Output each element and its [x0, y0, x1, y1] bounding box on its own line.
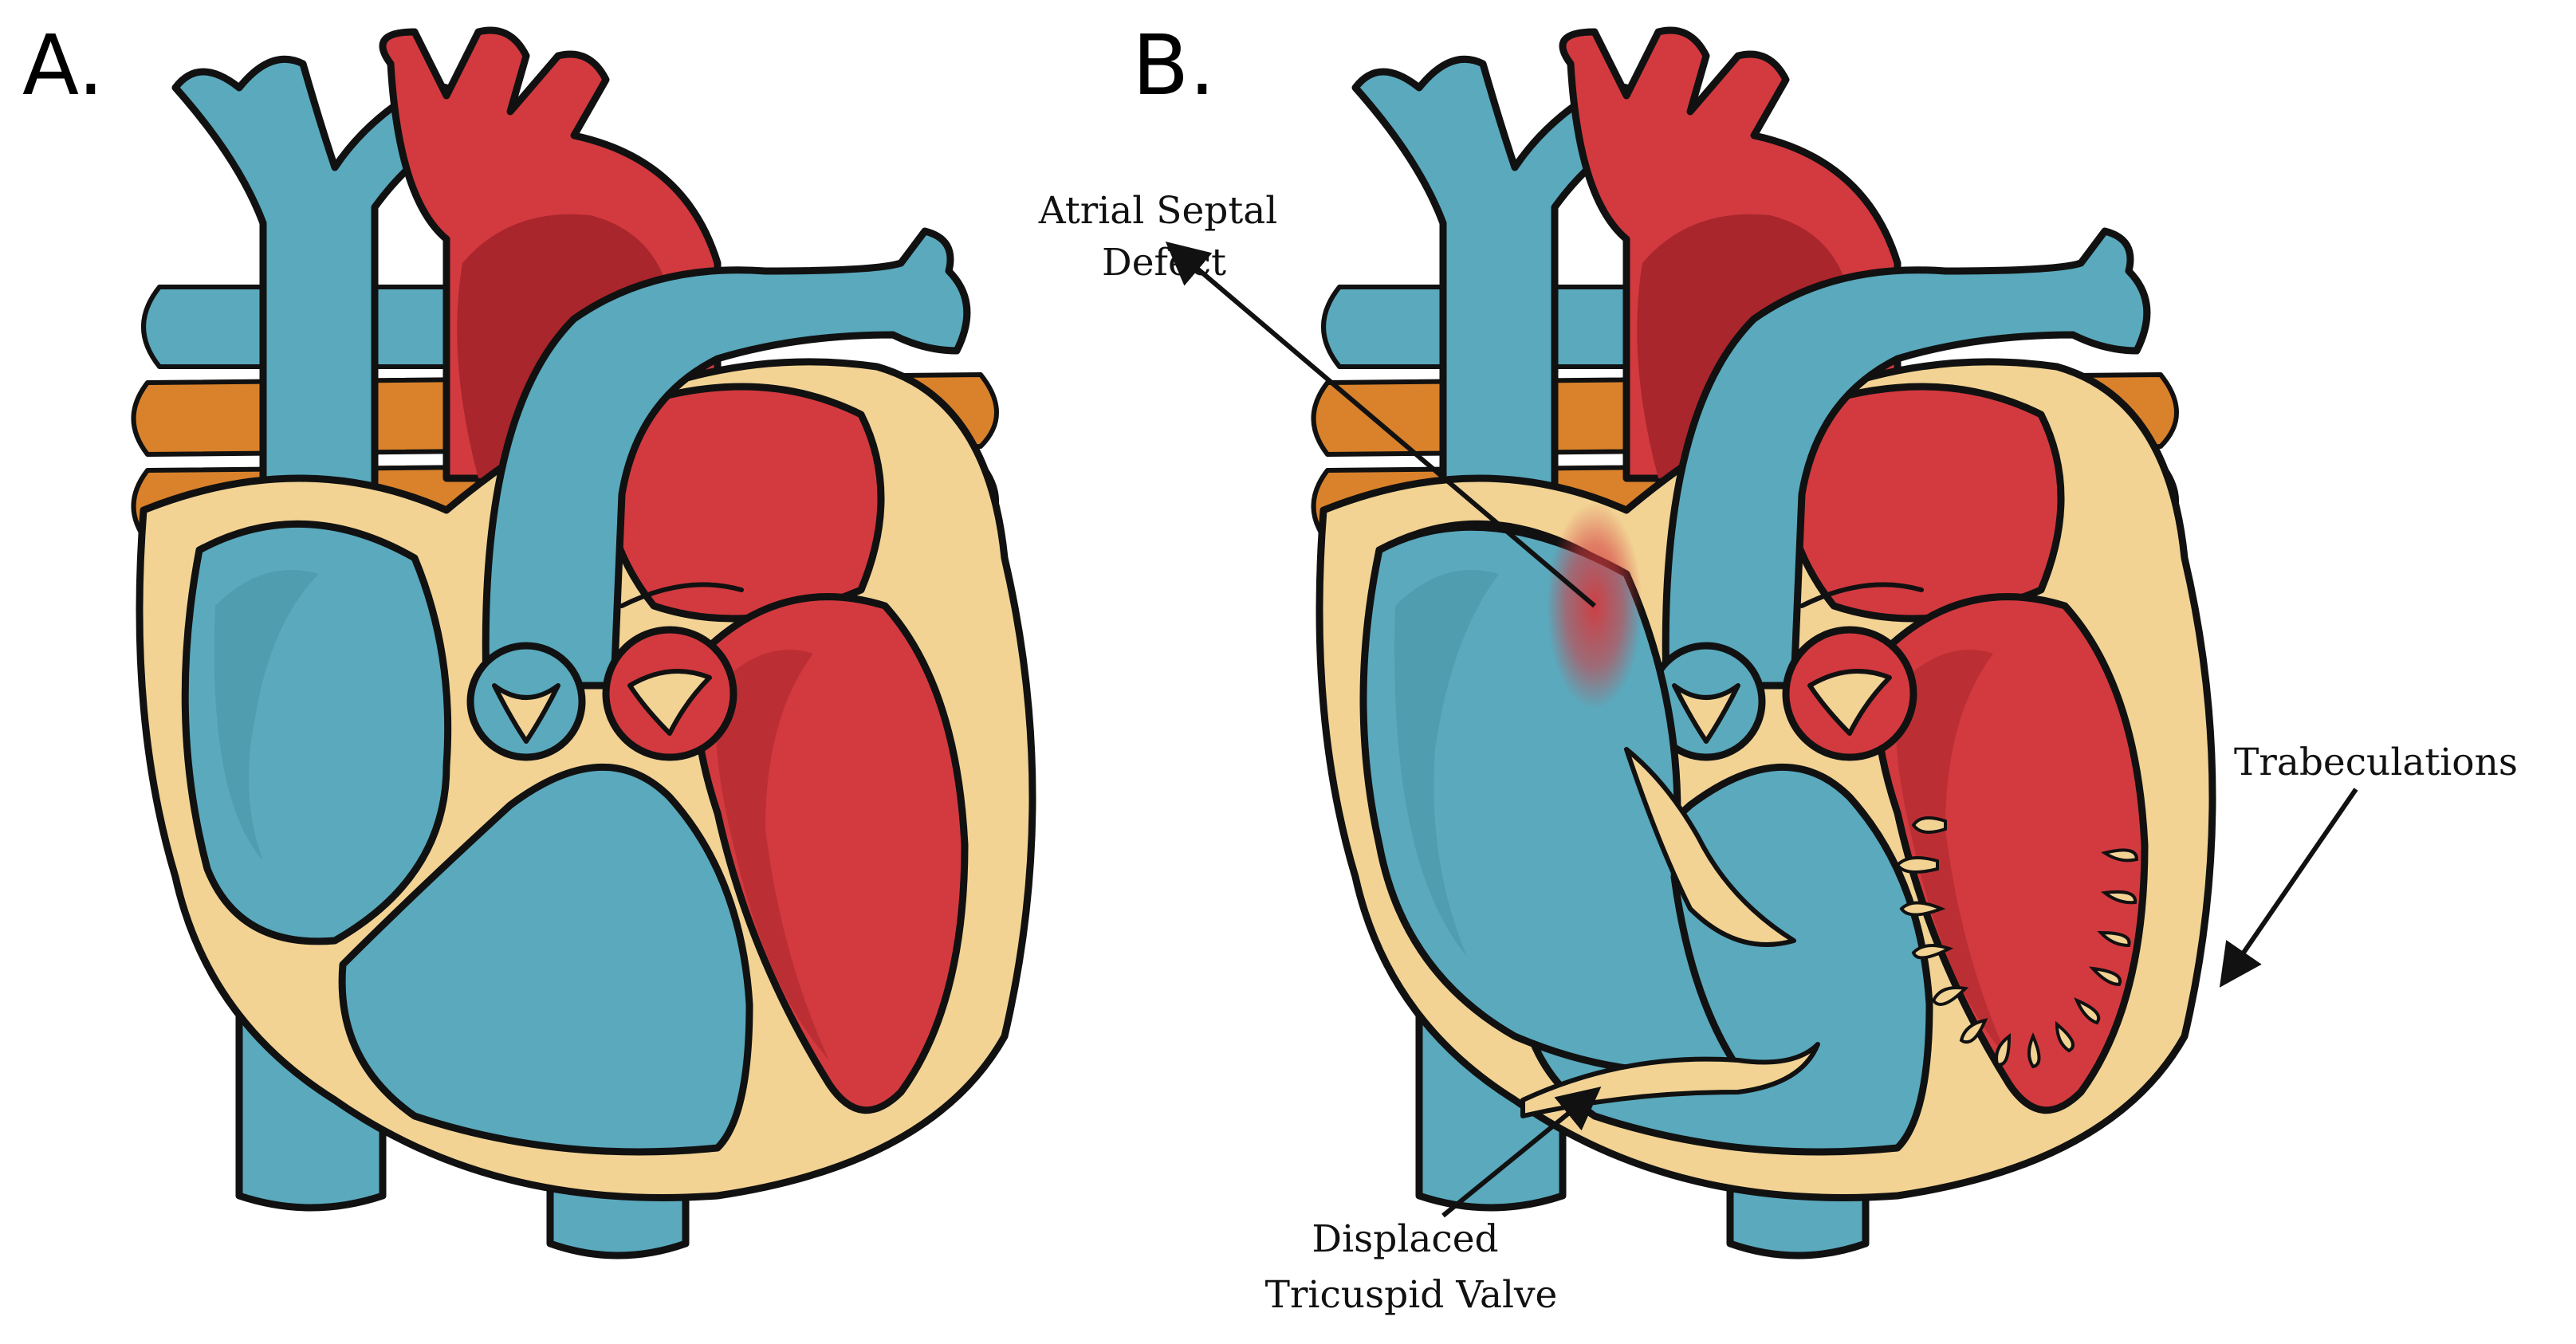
trabeculations-label: Trabeculations	[2234, 741, 2518, 784]
panel-a-label: A.	[22, 17, 104, 114]
normal-heart-illustration	[134, 30, 1033, 1256]
panel-b-label: B.	[1132, 17, 1215, 114]
displaced-tricuspid-valve-label-line2: Tricuspid Valve	[1265, 1273, 1558, 1317]
displaced-tricuspid-valve-label: Displaced Tricuspid Valve	[1265, 1217, 1558, 1317]
displaced-tricuspid-valve-label-line1: Displaced	[1312, 1217, 1498, 1261]
trabeculations-label-line1: Trabeculations	[2234, 741, 2518, 784]
ebstein-anomaly-heart-illustration: Atrial Septal Defect Trabeculations Disp…	[1038, 30, 2518, 1317]
atrial-septal-defect-arrow	[1165, 242, 1596, 608]
atrial-septal-defect-label: Atrial Septal Defect	[1038, 189, 1290, 285]
trabeculations-arrow	[2219, 788, 2358, 988]
atrial-septal-defect-label-line1: Atrial Septal	[1038, 189, 1278, 233]
trabeculations-texture	[1895, 816, 2139, 1069]
displaced-tricuspid-valve-arrow	[1441, 1087, 1602, 1218]
